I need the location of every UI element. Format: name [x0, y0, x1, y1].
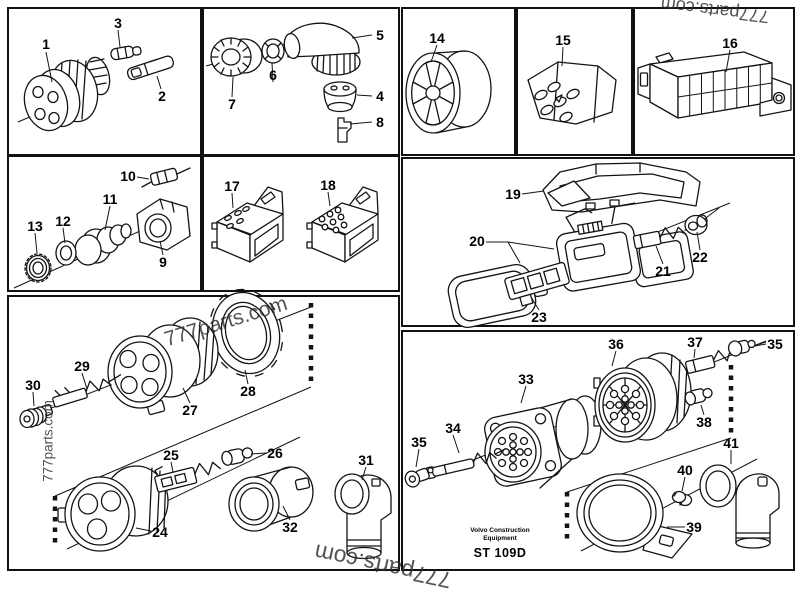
part-drawing-30	[19, 404, 54, 429]
panel-parts-9-13	[7, 155, 202, 292]
part-drawing-12	[55, 240, 77, 266]
part-label-13: 13	[27, 218, 43, 234]
watermark-left-vertical: 777parts.com	[40, 400, 56, 482]
part-drawing-35-left	[404, 467, 434, 488]
part-drawing-21	[632, 225, 694, 250]
part-drawing-33	[484, 395, 602, 489]
part-label-2: 2	[158, 88, 166, 104]
part-drawing-4	[323, 81, 357, 113]
panel-part-16	[633, 7, 795, 156]
part-drawing-26	[221, 447, 254, 466]
part-drawing-1	[17, 56, 111, 132]
brand-name-line2: Equipment	[483, 535, 517, 543]
part-drawing-24	[57, 465, 169, 552]
part-label-5: 5	[376, 27, 384, 43]
part-drawing-38	[684, 387, 713, 406]
panel-part-14	[401, 7, 516, 156]
part-drawing-16	[637, 51, 792, 119]
figure-code: ST 109D	[473, 545, 527, 560]
part-drawing-25	[154, 461, 222, 493]
part-label-4: 4	[376, 88, 384, 104]
part-drawing-23	[504, 261, 570, 307]
part-label-35-left: 35	[411, 434, 427, 450]
part-drawing-40	[671, 490, 693, 507]
part-label-20: 20	[469, 233, 485, 249]
brand-name-line1: Volvo Construction	[470, 527, 530, 534]
part-drawing-17	[211, 186, 284, 263]
part-label-15: 15	[555, 32, 571, 48]
part-label-10: 10	[120, 168, 136, 184]
part-drawing-36	[593, 352, 692, 443]
part-label-36: 36	[608, 336, 624, 352]
part-label-24: 24	[152, 524, 168, 540]
part-label-9: 9	[159, 254, 167, 270]
part-drawing-18	[306, 186, 379, 263]
part-label-11: 11	[102, 191, 118, 207]
parts-diagram-page: { "document": { "type": "exploded-parts-…	[7, 0, 795, 594]
panel-parts-24-32	[7, 295, 400, 571]
part-drawing-19	[542, 162, 701, 213]
part-drawing-5	[283, 22, 361, 76]
part-label-28: 28	[240, 383, 256, 399]
part-label-7: 7	[228, 96, 236, 112]
part-label-35-right: 35	[767, 336, 783, 352]
part-drawing-15	[527, 61, 617, 125]
panel-part-15	[516, 7, 633, 156]
diagram-artwork	[13, 22, 792, 560]
part-label-1: 1	[42, 36, 50, 52]
part-label-23: 23	[531, 309, 547, 325]
part-drawing-28	[208, 288, 284, 378]
figure-caption: Volvo Construction Equipment ST 109D	[455, 527, 545, 560]
part-label-32: 32	[282, 519, 298, 535]
part-label-41: 41	[723, 435, 739, 451]
part-drawing-14	[405, 50, 492, 134]
part-label-25: 25	[163, 447, 179, 463]
part-label-14: 14	[429, 30, 445, 46]
part-drawing-2	[126, 55, 175, 81]
part-label-26: 26	[267, 445, 283, 461]
part-drawing-35-right	[727, 339, 767, 357]
part-label-3: 3	[114, 15, 122, 31]
part-label-38: 38	[696, 414, 712, 430]
part-drawing-32	[228, 466, 314, 532]
panel-parts-33-41	[401, 330, 795, 571]
part-label-37: 37	[687, 334, 703, 350]
part-drawing-39	[576, 473, 693, 559]
part-label-8: 8	[376, 114, 384, 130]
part-drawing-10	[141, 167, 191, 188]
part-drawing-41	[699, 464, 780, 549]
part-drawing-8	[337, 117, 352, 143]
part-label-33: 33	[518, 371, 534, 387]
panel-parts-19-23	[401, 157, 795, 327]
part-drawing-3	[110, 45, 142, 61]
part-label-34: 34	[445, 420, 461, 436]
part-label-40: 40	[677, 462, 693, 478]
part-drawing-20	[447, 202, 731, 329]
part-drawing-9	[136, 198, 191, 251]
part-drawing-31	[334, 473, 392, 560]
part-drawing-27	[107, 317, 219, 416]
part-drawing-9-13	[13, 167, 191, 289]
part-label-22: 22	[692, 249, 708, 265]
part-drawing-13	[24, 253, 52, 283]
part-drawing-29	[52, 374, 122, 408]
part-label-30: 30	[25, 377, 41, 393]
part-label-17: 17	[224, 178, 240, 194]
part-label-16: 16	[722, 35, 738, 51]
part-label-31: 31	[358, 452, 374, 468]
part-label-12: 12	[55, 213, 71, 229]
part-label-29: 29	[74, 358, 90, 374]
part-label-27: 27	[182, 402, 198, 418]
part-drawing-6	[261, 38, 285, 64]
part-label-18: 18	[320, 177, 336, 193]
part-label-21: 21	[655, 263, 671, 279]
panel-parts-17-18	[202, 155, 400, 292]
part-drawing-11	[74, 223, 132, 266]
part-label-39: 39	[686, 519, 702, 535]
part-drawing-7	[205, 37, 293, 77]
leader-lines	[32, 29, 767, 532]
part-drawing-22	[684, 207, 720, 236]
part-label-19: 19	[505, 186, 521, 202]
part-label-6: 6	[269, 67, 277, 83]
